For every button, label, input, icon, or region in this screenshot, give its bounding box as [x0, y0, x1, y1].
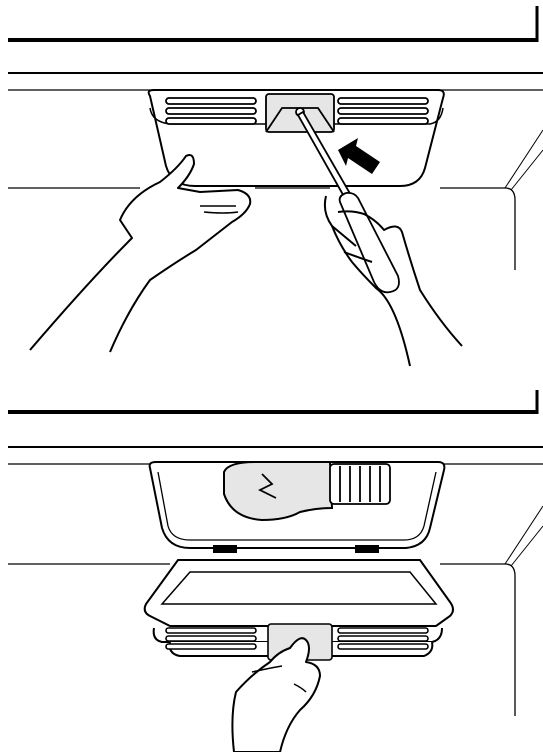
step-1-illustration [0, 0, 543, 376]
bulb-socket [330, 464, 390, 504]
section-frame [8, 6, 543, 90]
step-2-illustration [0, 376, 543, 752]
section-frame [8, 390, 543, 464]
